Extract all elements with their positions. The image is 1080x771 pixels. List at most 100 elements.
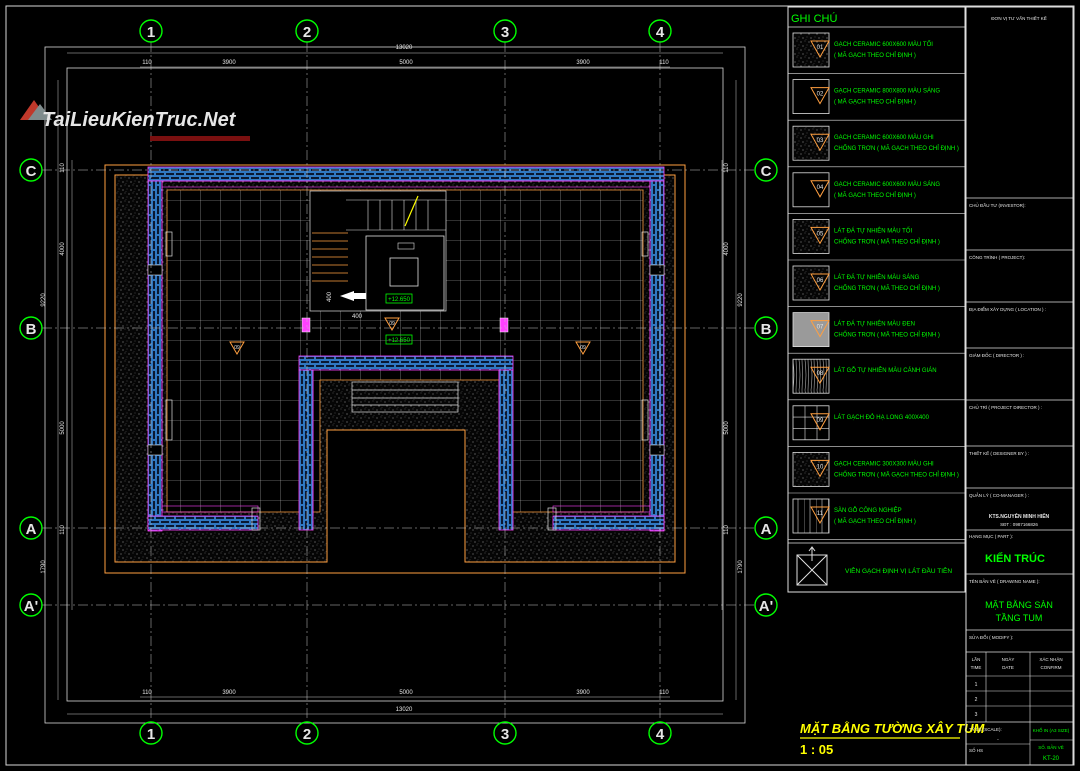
dim-text: 5000 bbox=[60, 421, 66, 435]
drawing-title-block: MẶT BẰNG TƯỜNG XÂY TUM 1 : 05 bbox=[800, 721, 986, 757]
grid-label: 2 bbox=[303, 726, 311, 743]
legend-code: 02 bbox=[817, 92, 824, 98]
grid-bubble-row-a-right: A bbox=[754, 516, 778, 540]
legend-tag-icon bbox=[810, 180, 830, 198]
legend-line-2: ( MÃ GẠCH THEO CHỈ ĐỊNH ) bbox=[834, 518, 916, 525]
dim-text: 1790 bbox=[738, 560, 744, 574]
dim-text: 110 bbox=[659, 60, 669, 66]
legend-code: 04 bbox=[817, 185, 824, 191]
legend-line-1: GẠCH CERAMIC 600X600 MÀU SÁNG bbox=[834, 181, 940, 188]
grid-label: C bbox=[26, 163, 37, 180]
level-marker-1: +12.650 bbox=[385, 293, 413, 304]
legend-item: 03 GẠCH CERAMIC 600X600 MÀU GHI CHỐNG TRƠN… bbox=[788, 125, 965, 168]
legend-line-2: CHỐNG TRƠN ( MÃ THEO CHỈ ĐỊNH ) bbox=[834, 238, 940, 245]
tb-rev-col1b: TIME bbox=[971, 665, 982, 670]
dim-text: 110 bbox=[724, 525, 730, 535]
dim-text: 4000 bbox=[60, 242, 66, 256]
tb-rev-row: 1 bbox=[975, 682, 978, 688]
tb-drawing-name-1: MẶT BẰNG SÀN bbox=[985, 600, 1053, 610]
legend-line-1: LÁT GỖ TỰ NHIÊN MÀU CÁNH GIÁN bbox=[834, 366, 937, 374]
tb-part-value: KIẾN TRÚC bbox=[985, 552, 1045, 565]
tb-sheet-value: KT-20 bbox=[1043, 756, 1060, 762]
tb-person: KTS.NGUYỄN MINH HIẾN bbox=[989, 513, 1050, 520]
grid-label: A bbox=[761, 521, 772, 538]
tb-sheet-label: SỐ. BẢN VẼ bbox=[1038, 744, 1064, 750]
grid-label: B bbox=[26, 321, 37, 338]
legend-code: 03 bbox=[817, 138, 824, 144]
legend-code: 06 bbox=[817, 278, 824, 284]
dim-text: 9220 bbox=[41, 293, 47, 307]
grid-bubble-col-3-top: 3 bbox=[493, 19, 517, 43]
grid-bubble-col-4-bottom: 4 bbox=[648, 721, 672, 745]
legend-tag-icon bbox=[810, 459, 830, 478]
level-text: +12.650 bbox=[388, 297, 411, 303]
tb-location: ĐỊA ĐIỂM XÂY DỰNG ( LOCATION ) : bbox=[969, 306, 1046, 312]
legend-item: 09 LÁT GẠCH ĐỎ HẠ LONG 400X400 bbox=[788, 405, 965, 447]
tb-scale-value: - bbox=[997, 737, 999, 743]
legend-line-2: ( MÃ GẠCH THEO CHỈ ĐỊNH ) bbox=[834, 52, 916, 59]
dim-text: 110 bbox=[142, 60, 152, 66]
grid-bubble-row-b-left: B bbox=[19, 316, 43, 340]
tb-rev-row: 2 bbox=[975, 697, 978, 703]
columns bbox=[147, 231, 665, 531]
legend-line-2: CHỐNG TRƠN ( MÃ THEO CHỈ ĐỊNH ) bbox=[834, 332, 940, 339]
legend-swatch bbox=[792, 32, 830, 68]
dim-text: 5000 bbox=[399, 60, 413, 66]
grid-label: 3 bbox=[501, 24, 509, 41]
legend-code: 10 bbox=[817, 464, 824, 470]
tb-rev-row: 3 bbox=[975, 712, 978, 718]
grid-bubble-row-a2-right: A' bbox=[754, 593, 778, 617]
grid-label: 4 bbox=[656, 24, 665, 41]
dim-400-a: 400 bbox=[327, 291, 333, 302]
legend-line-1: GẠCH CERAMIC 600X600 MÀU GHI bbox=[834, 134, 934, 141]
tb-designer: THIẾT KẾ ( DESIGNER BY ) : bbox=[969, 450, 1029, 456]
grid-bubble-row-b-right: B bbox=[754, 316, 778, 340]
dim-text: 3900 bbox=[576, 690, 590, 696]
grid-rows: C B A A' C B A A' bbox=[19, 158, 778, 617]
legend-line-1: LÁT GẠCH ĐỎ HẠ LONG 400X400 bbox=[834, 414, 930, 421]
dim-text: 3900 bbox=[222, 60, 236, 66]
grid-bubble-row-a-left: A bbox=[19, 516, 43, 540]
legend-tag-icon bbox=[810, 320, 830, 338]
tb-investor: CHỦ ĐẦU TƯ (INVESTOR): bbox=[969, 202, 1026, 208]
watermark-logo: TaiLieuKienTruc.Net bbox=[20, 100, 250, 141]
tile-tag-text: 09 bbox=[389, 321, 395, 327]
tb-scale-label: TỶ LỆ (SCALE): bbox=[969, 725, 1002, 732]
legend-tag-icon bbox=[810, 40, 830, 59]
grid-label: A' bbox=[24, 598, 38, 615]
legend-line-2: CHỐNG TRƠN ( MÃ GẠCH THEO CHỈ ĐỊNH ) bbox=[834, 145, 959, 152]
drawing-scale: 1 : 05 bbox=[800, 742, 833, 757]
legend-swatch bbox=[792, 265, 830, 301]
legend-footer-text: VIÊN GẠCH ĐỊNH VỊ LÁT ĐẦU TIÊN bbox=[845, 565, 952, 575]
dim-text: 9220 bbox=[738, 293, 744, 307]
legend-footer: VIÊN GẠCH ĐỊNH VỊ LÁT ĐẦU TIÊN bbox=[788, 542, 965, 586]
legend-swatch bbox=[792, 498, 830, 534]
legend-swatch bbox=[792, 79, 830, 114]
tb-file-no: SỐ HS bbox=[969, 747, 983, 753]
legend-line-1: GẠCH CERAMIC 300X300 MÀU GHI bbox=[834, 460, 934, 467]
legend-line-1: GẠCH CERAMIC 800X800 MÀU SÁNG bbox=[834, 88, 940, 95]
legend-heading: GHI CHÚ bbox=[791, 12, 838, 25]
inner-steps bbox=[351, 381, 459, 413]
legend-code: 11 bbox=[817, 511, 824, 517]
legend-line-1: LÁT ĐÁ TỰ NHIÊN MÀU SÁNG bbox=[834, 273, 920, 281]
grid-bubble-row-c-right: C bbox=[754, 158, 778, 182]
grid-label: A bbox=[26, 521, 37, 538]
dim-400-b: 400 bbox=[352, 314, 363, 320]
grid-bubble-col-2-top: 2 bbox=[295, 19, 319, 43]
grid-label: 1 bbox=[147, 24, 155, 41]
legend-tag-icon bbox=[810, 87, 830, 105]
tb-rev-col3: XÁC NHẬN bbox=[1039, 656, 1062, 662]
level-text: +12.650 bbox=[388, 338, 411, 344]
dim-text: 3900 bbox=[576, 60, 590, 66]
bottom-dimensions: 110 3900 5000 3900 110 13020 bbox=[67, 690, 723, 715]
dim-text: 110 bbox=[142, 690, 152, 696]
legend-code: 09 bbox=[817, 418, 824, 424]
grid-bubble-row-c-left: C bbox=[19, 158, 43, 182]
tb-rev-col1: LẦN bbox=[972, 656, 981, 662]
grid-label: 1 bbox=[147, 726, 155, 743]
